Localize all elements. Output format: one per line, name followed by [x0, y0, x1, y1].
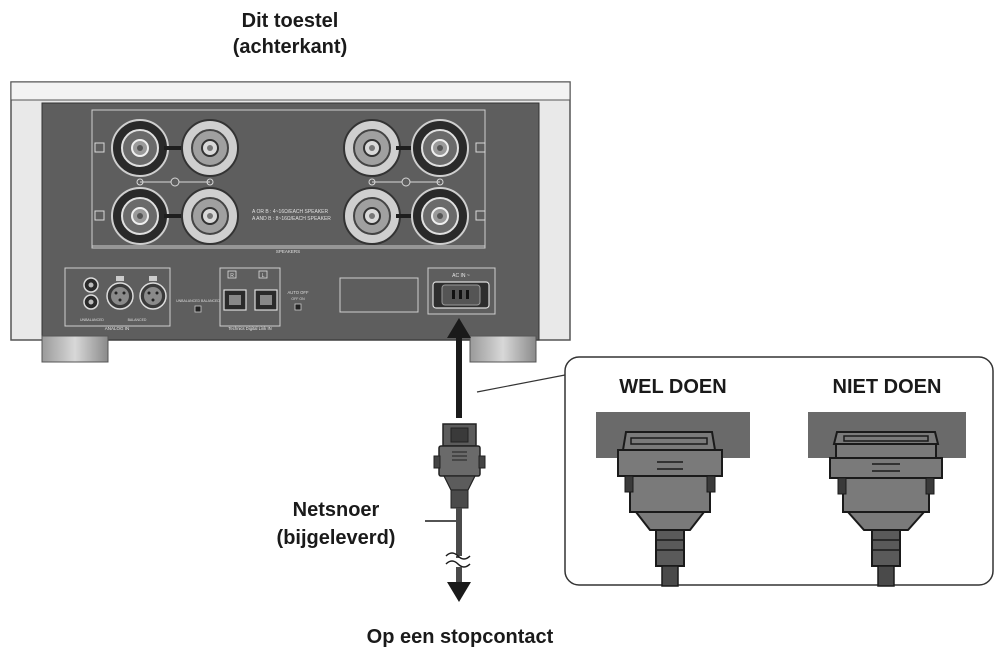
binding-post-right-b-white[interactable] — [343, 187, 401, 245]
plug-correct-illustration — [617, 431, 723, 587]
device-title-line1: Dit toestel — [241, 10, 339, 32]
foot-left — [41, 335, 109, 363]
callout-pointer — [476, 374, 566, 393]
dont-label: NIET DOEN — [832, 376, 942, 398]
input-select-switch[interactable] — [194, 305, 202, 313]
binding-post-left-a-white[interactable] — [181, 119, 239, 177]
ac-in-section — [427, 267, 496, 315]
digital-link-r-badge — [227, 270, 237, 279]
outlet-arrow-head — [447, 582, 471, 602]
power-plug[interactable] — [433, 423, 486, 509]
device-title: Dit toestel (achterkant) — [190, 8, 390, 60]
power-cord — [425, 318, 486, 602]
cord-label-line2: (bijgeleverd) — [276, 527, 396, 549]
ac-inlet-socket[interactable] — [432, 281, 490, 309]
plug-incorrect-illustration — [829, 431, 943, 587]
digital-link-l-badge — [258, 270, 268, 279]
balanced-label: BALANCED — [128, 318, 147, 322]
analog-in-section — [64, 267, 171, 327]
chassis-top-lip — [10, 81, 571, 101]
do-label: WEL DOEN — [619, 376, 727, 398]
binding-post-right-a-white[interactable] — [343, 119, 401, 177]
binding-post-left-a-black[interactable] — [111, 119, 169, 177]
terminal-badges — [94, 142, 486, 221]
ac-in-label: AC IN ~ — [452, 273, 470, 279]
foot-right — [469, 335, 537, 363]
cord-label-line1: Netsnoer — [292, 499, 380, 521]
lan-port-l[interactable] — [254, 289, 278, 311]
outlet-label: Op een stopcontact — [366, 626, 554, 648]
comparison-callout — [476, 356, 994, 587]
svg-text:L: L — [262, 273, 265, 279]
device-title-line2: (achterkant) — [232, 36, 348, 58]
rca-jack-left[interactable] — [83, 277, 99, 293]
insert-arrow-head — [447, 318, 471, 338]
unbalanced-label: UNBALANCED — [80, 318, 104, 322]
binding-post-right-a-black[interactable] — [411, 119, 469, 177]
rca-jack-right[interactable] — [83, 294, 99, 310]
lan-port-r[interactable] — [223, 289, 247, 311]
blank-plate — [339, 277, 419, 313]
auto-off-state-label: OFF ON — [291, 297, 305, 301]
input-switch-label: UNBALANCED BALANCED — [176, 299, 220, 303]
cord-label: Netsnoer (bijgeleverd) — [256, 496, 416, 552]
digital-link-section — [219, 267, 281, 327]
cord-break-mark — [445, 552, 471, 560]
impedance-text-2: A AND B : 8~16Ω/EACH SPEAKER — [252, 216, 331, 222]
speaker-section-outline — [91, 109, 486, 249]
binding-post-left-b-white[interactable] — [181, 187, 239, 245]
binding-post-right-b-black[interactable] — [411, 187, 469, 245]
analog-in-label: ANALOG IN — [105, 326, 130, 331]
xlr-jack-right[interactable] — [139, 276, 167, 310]
amplifier-rear: A OR B : 4~16Ω/EACH SPEAKER A AND B : 8~… — [10, 81, 571, 363]
xlr-jack-left[interactable] — [106, 276, 134, 310]
auto-off-switch[interactable] — [294, 303, 302, 311]
digital-link-label: Technics Digital Link IN — [228, 326, 271, 331]
speakers-label: SPEAKERS — [276, 249, 300, 254]
polarity-markers — [136, 177, 444, 187]
auto-off-label: AUTO OFF — [287, 290, 309, 295]
binding-post-left-b-black[interactable] — [111, 187, 169, 245]
svg-text:R: R — [230, 273, 234, 279]
impedance-text-1: A OR B : 4~16Ω/EACH SPEAKER — [252, 209, 329, 215]
